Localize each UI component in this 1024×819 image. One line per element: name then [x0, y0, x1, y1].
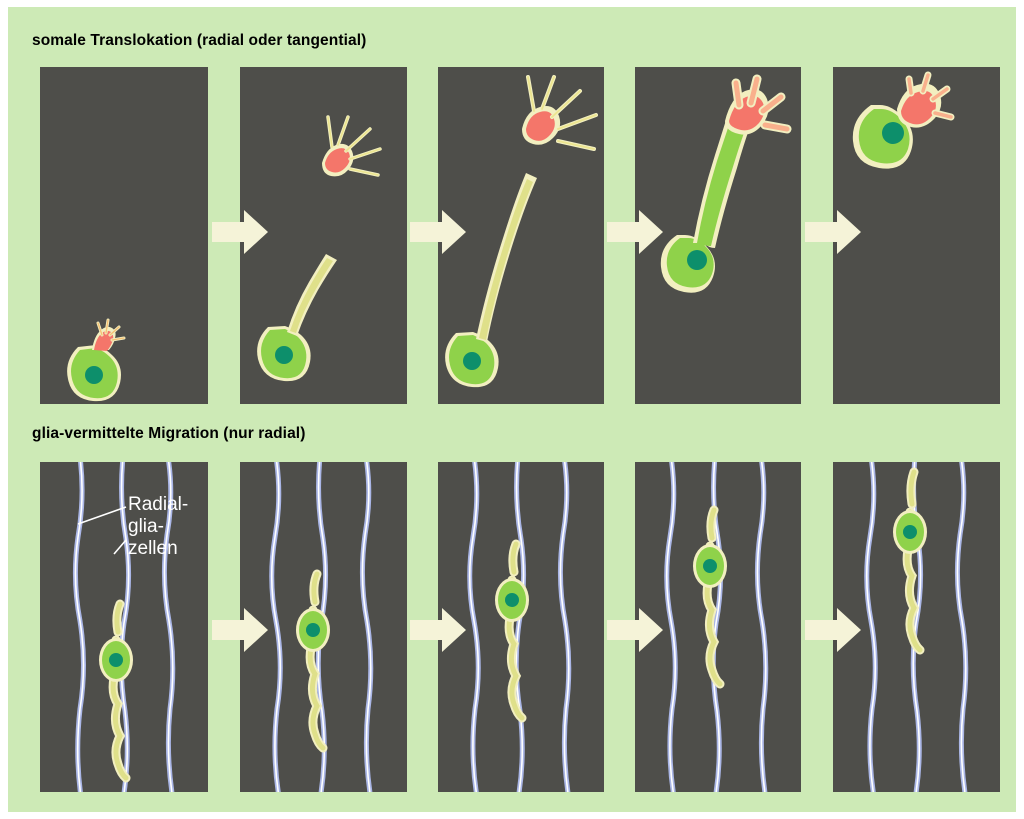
arrow-glia-4-to-5 [805, 607, 861, 653]
arrow-right-icon [212, 608, 268, 652]
panel-glia-stage-2[interactable] [240, 462, 407, 792]
radial-glia-label-line-2: glia- [128, 516, 164, 537]
arrow-right-icon [805, 210, 861, 254]
figure-canvas: somale Translokation (radial oder tangen… [8, 7, 1016, 812]
panel-glia-stage-4[interactable] [635, 462, 801, 792]
panel-somal-stage-2[interactable] [240, 67, 407, 404]
glia-illustration-stage-5 [864, 462, 969, 792]
arrow-right-icon [805, 608, 861, 652]
arrow-right-icon [607, 608, 663, 652]
radial-glia-label: Radial- glia- zellen [128, 494, 188, 560]
panel-somal-stage-4[interactable] [635, 67, 801, 404]
neuron-illustration-stage-3 [445, 75, 598, 388]
arrow-right-icon [410, 608, 466, 652]
panel-somal-stage-5[interactable] [833, 67, 1000, 404]
panel-glia-stage-3[interactable] [438, 462, 604, 792]
section-title-glia-guided-migration: glia-vermittelte Migration (nur radial) [32, 425, 306, 442]
arrow-glia-3-to-4 [607, 607, 663, 653]
radial-glia-label-line-3: zellen [128, 538, 178, 559]
glia-illustration-stage-3 [467, 462, 572, 792]
neuron-illustration-stage-4 [660, 74, 792, 293]
arrow-somal-4-to-5 [805, 209, 861, 255]
section-title-somal-translocation: somale Translokation (radial oder tangen… [32, 32, 367, 49]
panel-glia-stage-5[interactable] [833, 462, 1000, 792]
neuron-illustration-stage-1 [67, 318, 126, 402]
neuron-illustration-stage-5 [852, 71, 955, 169]
arrow-somal-3-to-4 [607, 209, 663, 255]
panel-somal-stage-1[interactable] [40, 67, 208, 404]
glia-illustration-stage-2 [269, 462, 374, 792]
arrow-glia-2-to-3 [410, 607, 466, 653]
neuron-illustration-stage-2 [257, 115, 382, 382]
arrow-right-icon [212, 210, 268, 254]
arrow-right-icon [410, 210, 466, 254]
arrow-somal-2-to-3 [410, 209, 466, 255]
panel-somal-stage-3[interactable] [438, 67, 604, 404]
arrow-somal-1-to-2 [212, 209, 268, 255]
arrow-right-icon [607, 210, 663, 254]
glia-illustration-stage-4 [664, 462, 769, 792]
arrow-glia-1-to-2 [212, 607, 268, 653]
radial-glia-label-line-1: Radial- [128, 494, 189, 515]
